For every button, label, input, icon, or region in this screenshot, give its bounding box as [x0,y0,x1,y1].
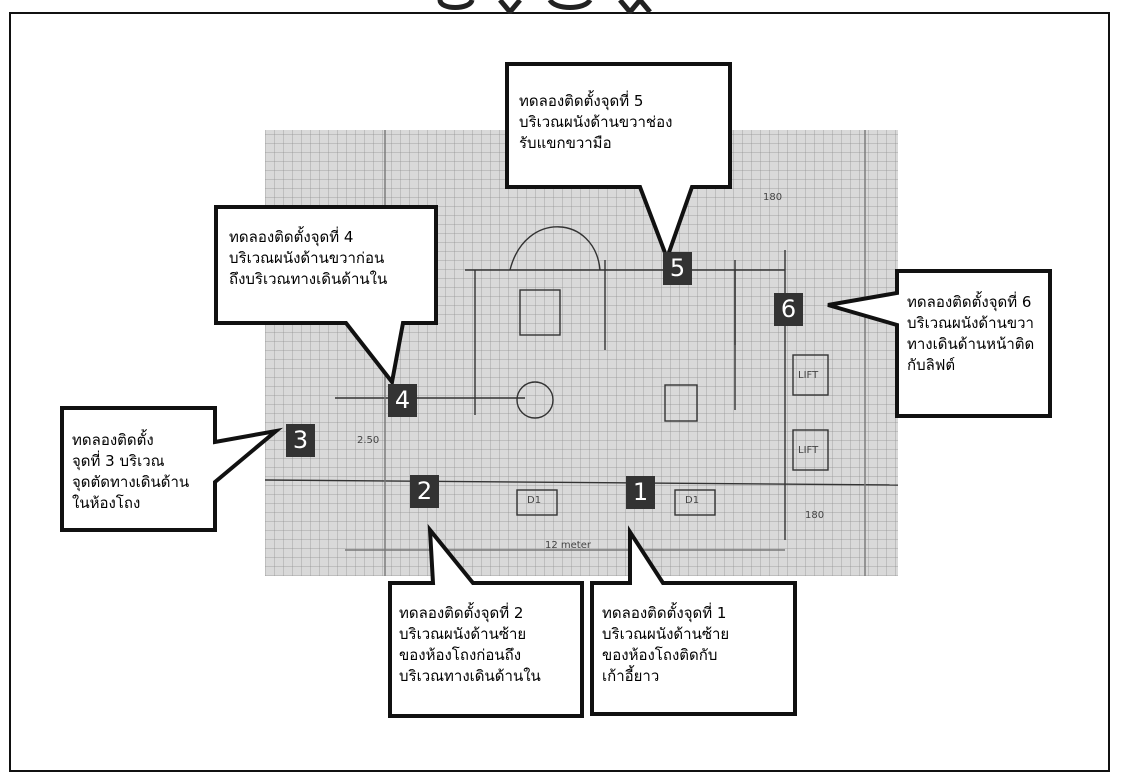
marker-1: 1 [626,476,655,509]
table-sketch [664,384,698,422]
callout-2-text: ทดลองติดตั้งจุดที่ 2 บริเวณผนังด้านซ้าย … [399,604,541,685]
lift-box-bottom [792,429,829,471]
header-watermark [437,0,652,14]
dimension-180: 180 [763,192,783,203]
door-label-2: D1 [685,495,700,506]
marker-5: 5 [663,252,692,285]
callout-4-text: ทดลองติดตั้งจุดที่ 4 บริเวณผนังด้านขวาก่… [229,228,388,288]
dimension-label: 12 meter [545,540,591,551]
lift-label-bottom: LIFT [798,445,819,456]
marker-6: 6 [774,293,803,326]
round-table-sketch [516,381,554,419]
floor-plan-photo: LIFT LIFT 12 meter D1 D1 2.50 180 180 [265,130,898,576]
door-sketch [674,489,716,516]
lift-label-top: LIFT [798,370,819,381]
floor-plan-sketch [265,130,898,576]
marker-4: 4 [388,384,417,417]
callout-1-text: ทดลองติดตั้งจุดที่ 1 บริเวณผนังด้านซ้าย … [602,604,730,685]
callout-3-text: ทดลองติดตั้ง จุดที่ 3 บริเวณ จุดตัดทางเด… [72,431,190,512]
callout-5-text: ทดลองติดตั้งจุดที่ 5 บริเวณผนังด้านขวาช่… [519,92,673,152]
door-label-1: D1 [527,495,542,506]
callout-6-text: ทดลองติดตั้งจุดที่ 6 บริเวณผนังด้านขวา ท… [907,293,1035,374]
dimension-180-bottom: 180 [805,510,825,521]
marker-3: 3 [286,424,315,457]
marker-2: 2 [410,475,439,508]
dimension-250: 2.50 [357,435,380,446]
arched-wall [509,226,601,271]
door-sketch [516,489,558,516]
corridor-line [265,479,898,486]
table-sketch [519,289,561,336]
